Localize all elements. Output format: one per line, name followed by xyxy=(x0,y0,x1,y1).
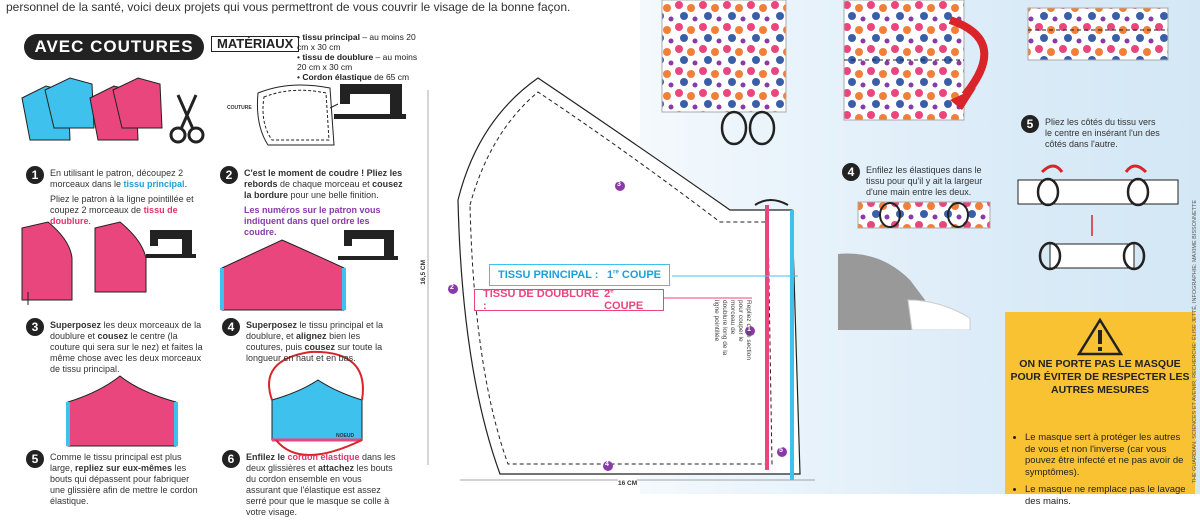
materials-list: • tissu principal – au moins 20 cm x 30 … xyxy=(297,32,421,82)
materials-title: MATÉRIAUX xyxy=(211,36,300,52)
sewing-machine-icon xyxy=(338,230,398,260)
warning-icon xyxy=(1077,318,1123,356)
right-step-4: 4 Enfilez les élastiques dans le tissu p… xyxy=(842,163,996,202)
warning-item: Le masque ne remplace pas le lavage des … xyxy=(1025,484,1191,507)
sewing-machine-icon xyxy=(146,230,196,258)
height-label: 16,5 CM xyxy=(420,260,427,285)
material-item: • tissu principal – au moins 20 cm x 30 … xyxy=(297,32,416,52)
warning-list: Le masque sert à protéger les autres de … xyxy=(1013,432,1191,513)
couture-label: COUTURE xyxy=(227,105,252,111)
marker-2: 2 xyxy=(450,284,454,291)
step-6: 6 Enfilez le cordon élastique dans les d… xyxy=(222,450,396,522)
step-4: 4 Superposez le tissu principal et la do… xyxy=(222,318,396,368)
step-number: 4 xyxy=(222,318,240,336)
section-title: AVEC COUTURES xyxy=(24,34,204,60)
step-number: 3 xyxy=(26,318,44,336)
marker-badges xyxy=(448,181,787,471)
step-5: 5 Comme le tissu principal est plus larg… xyxy=(26,450,206,511)
right-step-5: 5 Pliez les côtés du tissu vers le centr… xyxy=(1021,115,1165,154)
marker-5: 5 xyxy=(779,447,783,454)
step-number: 5 xyxy=(1021,115,1039,133)
step-number: 4 xyxy=(842,163,860,181)
step-illustrations xyxy=(21,77,406,456)
marker-4: 4 xyxy=(605,461,609,468)
material-item: • tissu de doublure – au moins 20 cm x 3… xyxy=(297,52,418,72)
step-2: 2 C'est le moment de coudre ! Pliez les … xyxy=(220,166,404,242)
step-3: 3 Superposez les deux morceaux de la dou… xyxy=(26,318,206,379)
material-item: • Cordon élastique de 65 cm xyxy=(297,72,410,82)
scissors-icon xyxy=(169,94,205,144)
step-1: 1 En utilisant le patron, découpez 2 mor… xyxy=(26,166,205,231)
noeud-label: NOEUD xyxy=(336,433,355,439)
intro-text: personnel de la santé, voici deux projet… xyxy=(6,0,571,14)
tissu-doublure-label: TISSU DE DOUBLURE :2e COUPE xyxy=(474,288,664,312)
materials-box: MATÉRIAUX • tissu principal – au moins 2… xyxy=(211,32,421,82)
marker-3: 3 xyxy=(617,181,621,188)
marker-1: 1 xyxy=(747,326,751,333)
step-number: 5 xyxy=(26,450,44,468)
width-label: 16 CM xyxy=(618,478,638,489)
warning-title: ON NE PORTE PAS LE MASQUE POUR ÉVITER DE… xyxy=(1010,358,1190,396)
warning-box: ON NE PORTE PAS LE MASQUE POUR ÉVITER DE… xyxy=(1005,312,1195,507)
step-number: 1 xyxy=(26,166,44,184)
fabric-illustrations xyxy=(661,0,1179,330)
step-number: 2 xyxy=(220,166,238,184)
credit-text: THE GUARDIAN, SCIENCES ET AVENIR, RECHER… xyxy=(1192,200,1198,484)
step-number: 6 xyxy=(222,450,240,468)
tissu-principal-label: TISSU PRINCIPAL :1re COUPE xyxy=(489,264,670,286)
sewing-machine-icon xyxy=(334,84,406,119)
warning-item: Le masque sert à protéger les autres de … xyxy=(1025,432,1191,478)
